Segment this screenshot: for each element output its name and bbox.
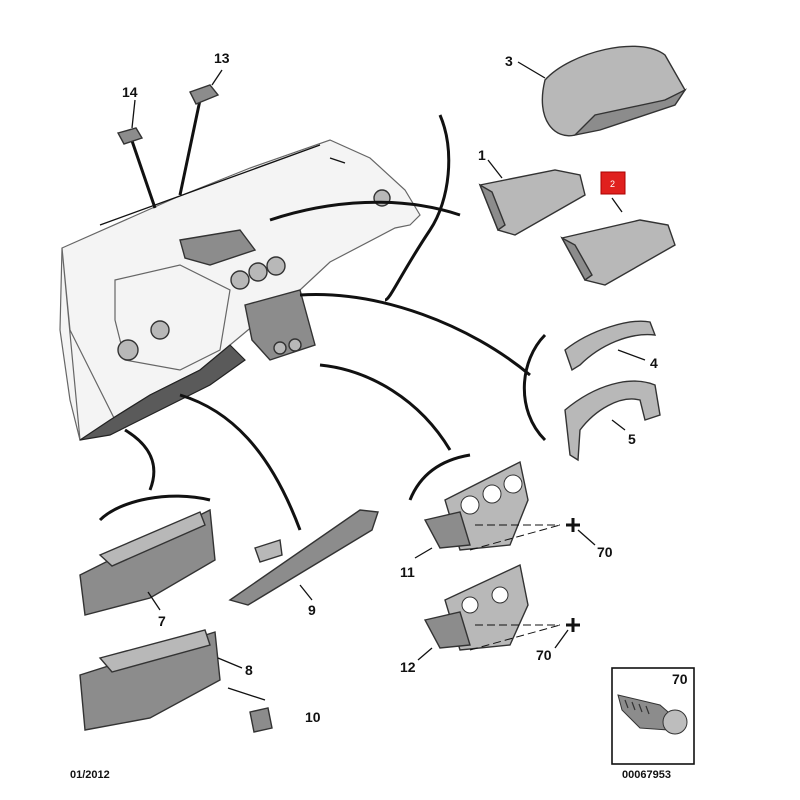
label-part-5[interactable]: 5 <box>628 431 636 447</box>
label-part-10[interactable]: 10 <box>305 709 321 725</box>
part-5-bezel[interactable] <box>564 380 661 462</box>
label-part-14[interactable]: 14 <box>122 84 138 100</box>
label-part-70-upper[interactable]: 70 <box>597 544 613 560</box>
label-part-9[interactable]: 9 <box>308 602 316 618</box>
label-part-3[interactable]: 3 <box>505 53 513 69</box>
part-4-bezel[interactable] <box>564 320 657 372</box>
label-part-12[interactable]: 12 <box>400 659 416 675</box>
label-part-4[interactable]: 4 <box>650 355 658 371</box>
part-14-clip[interactable] <box>116 99 144 145</box>
screw-detail-box <box>611 667 695 765</box>
part-2-highlight[interactable] <box>600 171 626 195</box>
part-7-panel[interactable] <box>79 508 216 616</box>
part-10-switch[interactable] <box>249 707 273 733</box>
part-1-tray[interactable] <box>478 159 586 236</box>
part-2-tray[interactable] <box>560 197 676 286</box>
reference-number: 00067953 <box>622 769 671 781</box>
part-9-trim[interactable] <box>228 509 379 606</box>
part-12-panel[interactable] <box>417 563 561 661</box>
label-part-2[interactable]: 2 <box>610 179 615 189</box>
screw-marker-2 <box>554 618 580 649</box>
label-part-1[interactable]: 1 <box>478 147 486 163</box>
part-8-panel[interactable] <box>79 629 243 731</box>
date-code: 01/2012 <box>70 769 110 781</box>
dashboard-assembly <box>59 139 421 441</box>
leader-lines <box>98 99 547 701</box>
screw-marker-1 <box>566 518 596 546</box>
label-part-13[interactable]: 13 <box>214 50 230 66</box>
label-part-7[interactable]: 7 <box>158 613 166 629</box>
label-part-11[interactable]: 11 <box>400 564 415 580</box>
part-11-panel[interactable] <box>414 460 561 559</box>
part-13-clip[interactable] <box>189 69 223 105</box>
screw-box-label: 70 <box>672 671 688 687</box>
label-part-8[interactable]: 8 <box>245 662 253 678</box>
label-part-70-lower[interactable]: 70 <box>536 647 552 663</box>
part-3-lid[interactable] <box>517 45 688 137</box>
